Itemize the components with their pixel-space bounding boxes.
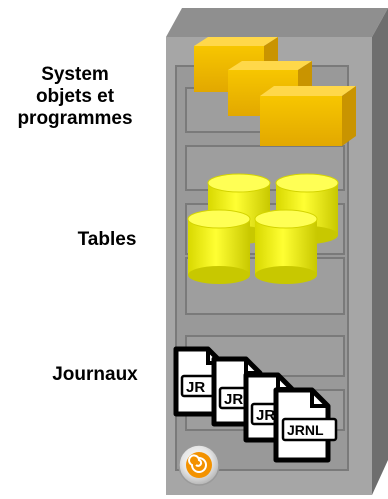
journal-document-icon: JRNL <box>273 387 338 463</box>
database-cylinder-icon <box>187 209 251 284</box>
swirl-logo-icon <box>178 444 220 486</box>
box-icon <box>260 86 356 146</box>
cabinet-top <box>166 8 388 37</box>
journal-doc-text: JR <box>224 391 243 408</box>
cabinet-side <box>372 8 388 495</box>
system-objects-label: System objets et programmes <box>0 64 150 130</box>
journaux-label: Journaux <box>52 364 138 385</box>
journal-doc-text: JR <box>256 407 275 424</box>
journal-doc-text: JR <box>186 379 205 396</box>
system-label-line2: objets et <box>35 86 115 107</box>
journal-doc-text: JRNL <box>287 422 324 438</box>
tables-label: Tables <box>77 229 137 250</box>
system-label-line3: programmes <box>17 108 133 129</box>
system-label-line1: System <box>41 64 109 85</box>
journal-document-icon: JR <box>173 346 225 417</box>
database-cylinder-icon <box>254 209 318 284</box>
